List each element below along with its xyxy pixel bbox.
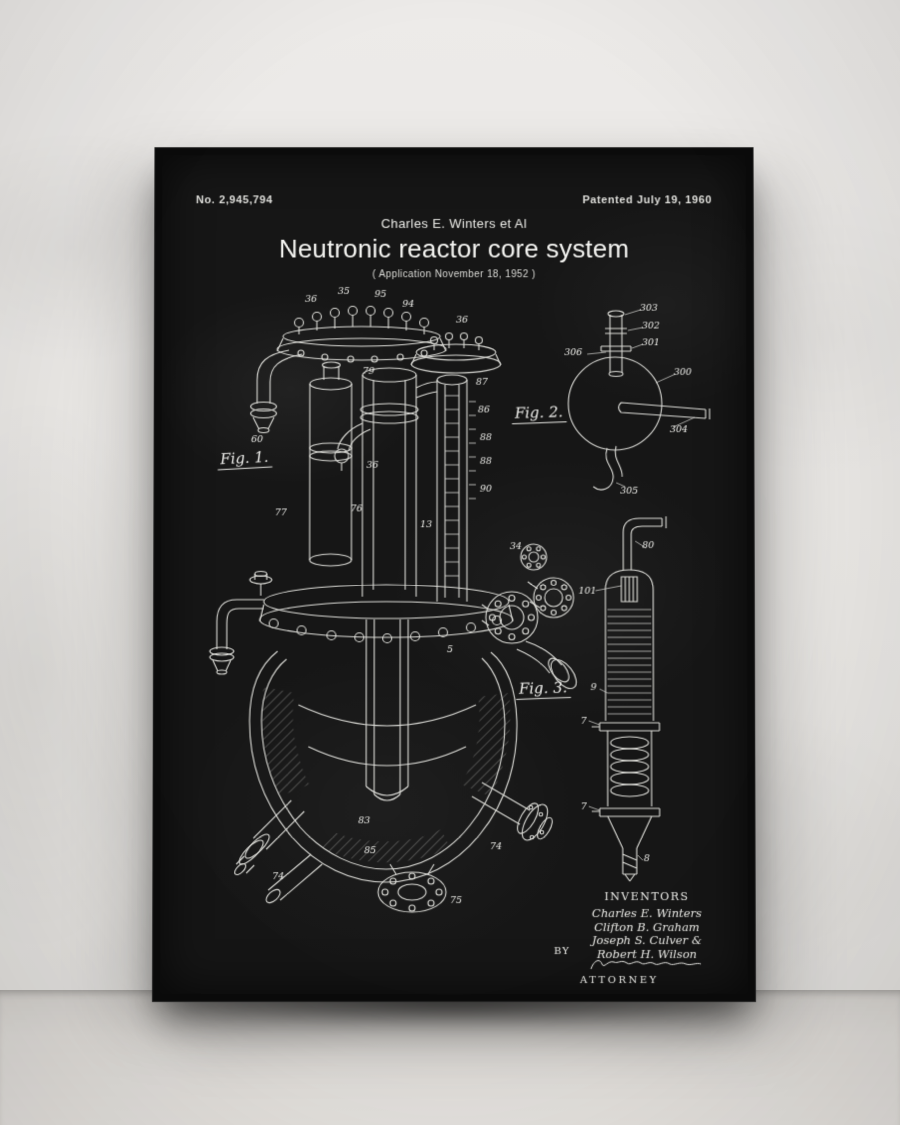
poster-frame: No. 2,945,794 Patented July 19, 1960 Cha… — [152, 147, 756, 1002]
inventor-name: Clifton B. Graham — [594, 919, 700, 934]
reactor-assembly-drawing — [209, 306, 581, 912]
inventor-name: Charles E. Winters — [591, 906, 702, 921]
fig1-label: Fig. 1. — [216, 447, 273, 471]
patent-poster: No. 2,945,794 Patented July 19, 1960 Cha… — [160, 155, 748, 995]
inventors-block: INVENTORS Charles E. Winters Clifton B. … — [542, 884, 748, 990]
reactor-sphere-drawing — [568, 310, 710, 490]
attorney-label: ATTORNEY — [579, 975, 659, 987]
inventor-names: Charles E. Winters Clifton B. Graham Jos… — [542, 906, 748, 961]
inventor-name: Joseph S. Culver & — [591, 933, 702, 948]
patent-drawings — [160, 155, 748, 994]
fig2-label: Fig. 2. — [511, 402, 567, 425]
fig3-label: Fig. 3. — [515, 678, 571, 700]
inventors-heading: INVENTORS — [604, 890, 690, 904]
reactor-column-drawing — [588, 516, 666, 881]
by-label: BY — [553, 946, 570, 958]
attorney-signature — [590, 960, 702, 970]
